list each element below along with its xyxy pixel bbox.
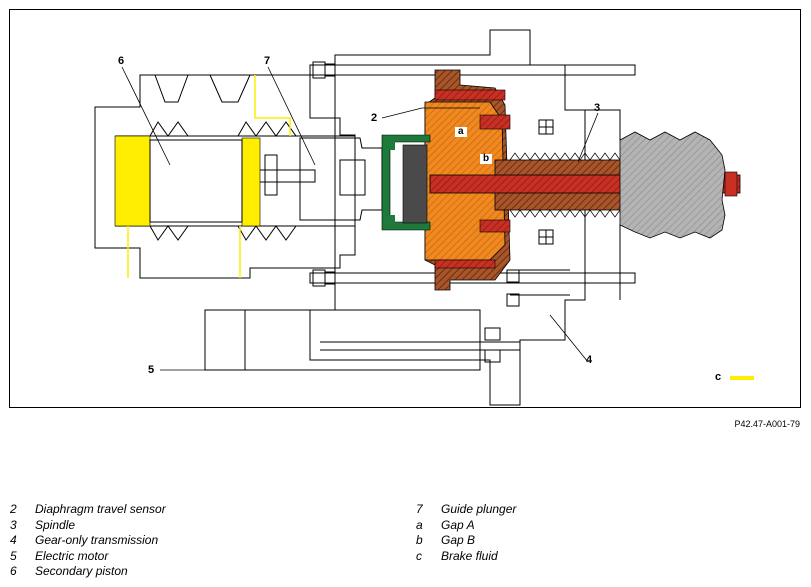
leader-3 — [577, 112, 599, 163]
callout-a: a — [458, 126, 464, 137]
callout-b: b — [483, 153, 490, 164]
secondary-piston — [149, 139, 243, 223]
callout-6: 6 — [118, 55, 125, 67]
reservoir-ports — [154, 74, 251, 103]
diagram-frame: 6 7 2 3 4 5 a b c — [9, 9, 801, 408]
tie-rod-top — [309, 64, 636, 76]
bellows-boot — [619, 131, 726, 239]
guide-plunger — [299, 137, 383, 221]
callout-2: 2 — [371, 112, 378, 124]
booster-housing — [309, 29, 586, 406]
figure-code: P42.47-A001-79 — [734, 419, 800, 429]
callout-3: 3 — [594, 102, 601, 114]
callout-c: c — [715, 371, 722, 383]
leader-4 — [549, 314, 589, 363]
callout-7: 7 — [264, 55, 271, 67]
leader-2 — [381, 107, 423, 119]
seal-block — [402, 144, 428, 224]
callout-5: 5 — [148, 364, 155, 376]
cross-section-drawing — [94, 29, 754, 406]
leader-7 — [267, 66, 316, 166]
brake-fluid-regions — [114, 75, 291, 278]
electric-motor-body — [204, 309, 481, 371]
leader-6 — [121, 66, 171, 166]
callout-4: 4 — [586, 354, 593, 366]
master-cylinder-housing — [94, 74, 356, 279]
brake-fluid-swatch — [730, 376, 754, 380]
